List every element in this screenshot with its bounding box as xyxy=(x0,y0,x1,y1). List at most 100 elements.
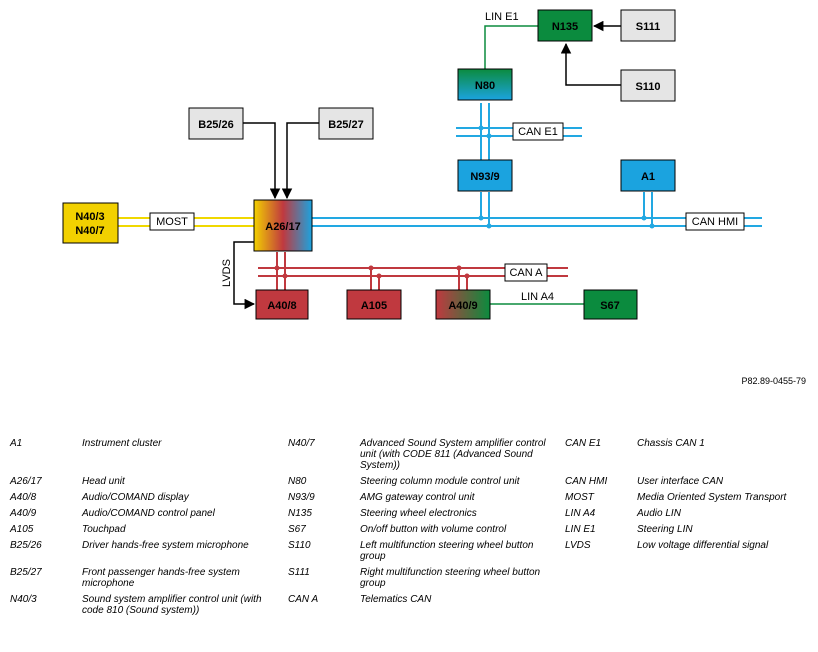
legend-code: S111 xyxy=(288,567,310,578)
can-hmi-label: CAN HMI xyxy=(685,212,745,231)
svg-text:CAN HMI: CAN HMI xyxy=(692,216,738,228)
legend-row: A1 Instrument cluster N40/7 Advanced Sound … xyxy=(10,438,810,471)
legend-description: Right multifunction steering wheel butto… xyxy=(360,567,541,589)
legend-code: N80 xyxy=(288,476,307,487)
legend-code: LIN E1 xyxy=(565,524,596,535)
svg-text:LVDS: LVDS xyxy=(221,259,233,287)
legend-description: Head unit xyxy=(82,476,125,487)
legend-row: N40/3 Sound system amplifier control unit… xyxy=(10,594,810,616)
microphone-arrows xyxy=(240,122,319,200)
legend-code: A1 xyxy=(10,438,23,449)
lin-a4-label: LIN A4 xyxy=(521,291,554,303)
legend-description: Driver hands-free system microphone xyxy=(82,540,249,551)
legend-description: User interface CAN xyxy=(637,476,724,487)
legend-description: Steering wheel electronics xyxy=(360,508,477,519)
legend-code: B25/26 xyxy=(10,540,42,551)
legend-code: N40/7 xyxy=(288,438,315,449)
legend-description: AMG gateway control unit xyxy=(360,492,475,503)
legend-code: A40/8 xyxy=(10,492,37,503)
legend-code: N93/9 xyxy=(288,492,315,503)
lin-e1-bus xyxy=(484,25,538,69)
legend-description: Instrument cluster xyxy=(82,438,162,449)
box-b2527: B25/27 xyxy=(318,107,374,140)
svg-text:MOST: MOST xyxy=(156,216,188,228)
legend-code: N135 xyxy=(288,508,312,519)
legend-description: Steering column module control unit xyxy=(360,476,520,487)
box-a105: A105 xyxy=(346,289,402,320)
can-a-label: CAN A xyxy=(504,263,548,282)
lvds-arrow xyxy=(233,241,256,310)
legend-description: Sound system amplifier control unit (wit… xyxy=(82,594,262,616)
legend-code: B25/27 xyxy=(10,567,42,578)
box-a2617: A26/17 xyxy=(253,199,313,252)
svg-text:B25/26: B25/26 xyxy=(198,119,233,131)
legend-code: CAN HMI xyxy=(565,476,608,487)
legend-code: A105 xyxy=(10,524,34,535)
legend-code: LIN A4 xyxy=(565,508,596,519)
box-n135: N135 xyxy=(537,9,593,42)
box-s111: S111 xyxy=(620,9,676,42)
legend-description: Audio/COMAND control panel xyxy=(82,508,215,519)
box-a408: A40/8 xyxy=(255,289,309,320)
most-label: MOST xyxy=(149,212,195,231)
legend-code: CAN E1 xyxy=(565,438,602,449)
legend-code: LVDS xyxy=(565,540,591,551)
svg-text:N40/3: N40/3 xyxy=(75,211,104,223)
legend-description: On/off button with volume control xyxy=(360,524,507,535)
svg-text:A105: A105 xyxy=(361,300,387,312)
legend-description: Audio LIN xyxy=(637,508,681,519)
svg-text:B25/27: B25/27 xyxy=(328,119,363,131)
legend-description xyxy=(637,594,807,616)
svg-text:N135: N135 xyxy=(552,21,578,33)
legend-code: S110 xyxy=(288,540,311,551)
svg-text:CAN E1: CAN E1 xyxy=(518,126,558,138)
legend-code: MOST xyxy=(565,492,594,503)
svg-text:N80: N80 xyxy=(475,80,495,92)
svg-text:A26/17: A26/17 xyxy=(265,221,300,233)
legend-description: Advanced Sound System amplifier control … xyxy=(360,438,546,471)
legend-row: B25/26 Driver hands-free system microphon… xyxy=(10,540,810,562)
box-s110: S110 xyxy=(620,69,676,102)
svg-text:LIN E1: LIN E1 xyxy=(485,11,519,23)
reference-number: P82.89-0455-79 xyxy=(741,376,806,386)
legend-code xyxy=(565,594,637,616)
can-e1-label: CAN E1 xyxy=(512,122,564,141)
box-a1: A1 xyxy=(620,159,676,192)
legend-code: CAN A xyxy=(288,594,319,605)
legend-code: N40/3 xyxy=(10,594,37,605)
legend-description: Front passenger hands-free system microp… xyxy=(82,567,240,589)
svg-text:S110: S110 xyxy=(635,81,660,93)
box-n80: N80 xyxy=(457,68,513,101)
box-b2526: B25/26 xyxy=(188,107,244,140)
steering-arrows xyxy=(560,20,621,86)
svg-text:S67: S67 xyxy=(600,300,620,312)
svg-text:LIN A4: LIN A4 xyxy=(521,291,554,303)
svg-text:N93/9: N93/9 xyxy=(470,171,499,183)
network-diagram: LIN E1 CAN E1 MOST CAN HMI LVDS CAN A LI… xyxy=(62,9,762,320)
svg-text:A40/8: A40/8 xyxy=(267,300,296,312)
legend-row: B25/27 Front passenger hands-free system … xyxy=(10,567,810,589)
box-s67: S67 xyxy=(583,289,638,320)
legend-description xyxy=(637,567,807,589)
legend-code: A26/17 xyxy=(10,476,42,487)
box-n939: N93/9 xyxy=(457,159,513,192)
legend-code: S67 xyxy=(288,524,306,535)
svg-text:A40/9: A40/9 xyxy=(448,300,477,312)
legend-description: Chassis CAN 1 xyxy=(637,438,705,449)
svg-text:CAN A: CAN A xyxy=(509,267,543,279)
legend-description: Telematics CAN xyxy=(360,594,432,605)
legend-description: Steering LIN xyxy=(637,524,693,535)
box-n403-n407: N40/3 N40/7 xyxy=(62,202,119,244)
legend-description: Left multifunction steering wheel button… xyxy=(360,540,534,562)
legend-description: Low voltage differential signal xyxy=(637,540,769,551)
legend-code: A40/9 xyxy=(10,508,37,519)
legend-code xyxy=(565,567,637,589)
legend-table: A1 Instrument cluster N40/7 Advanced Sound … xyxy=(10,438,810,621)
legend-row: A26/17 Head unit N80 Steering column module… xyxy=(10,476,810,487)
svg-text:N40/7: N40/7 xyxy=(75,225,104,237)
box-a409: A40/9 xyxy=(435,289,491,320)
legend-row: A40/9 Audio/COMAND control panel N135 Steer… xyxy=(10,508,810,519)
lin-e1-label: LIN E1 xyxy=(485,11,519,23)
